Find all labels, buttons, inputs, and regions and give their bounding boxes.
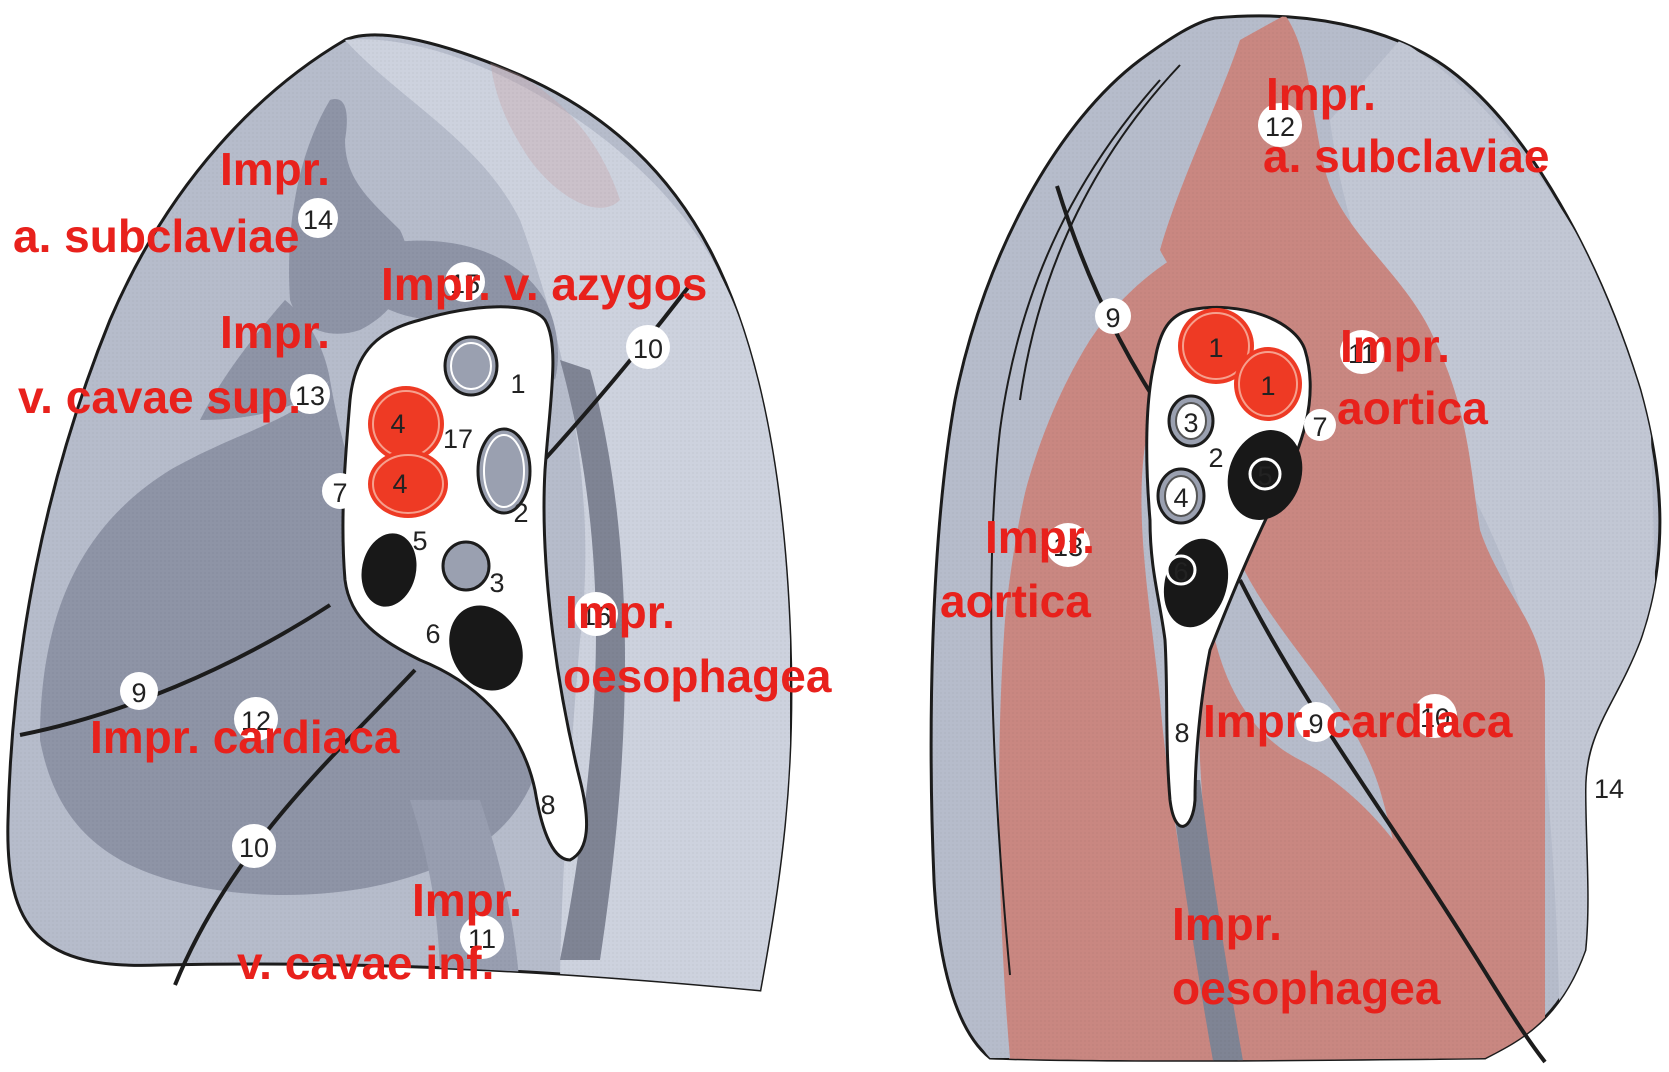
right-label-cardiaca: Impr. cardiaca [1203, 695, 1513, 747]
left-num-1: 1 [510, 369, 525, 399]
right-label-oesophagea-line2: oesophagea [1172, 962, 1441, 1014]
left-label-cava-sup-line2: v. cavae sup. [18, 371, 301, 423]
right-num-4: 4 [1173, 483, 1188, 513]
left-artery-4b [368, 450, 448, 518]
left-label-oesophagea-line1: Impr. [565, 586, 675, 638]
right-label-aortica-right-line1: Impr. [1340, 320, 1450, 372]
left-label-azygos: Impr. v. azygos [381, 258, 707, 310]
left-num-5: 5 [412, 526, 427, 556]
left-num-2: 2 [513, 498, 528, 528]
right-num-14: 14 [1594, 774, 1624, 804]
right-label-aortica-right-line2: aortica [1337, 382, 1488, 434]
left-vessel-1 [445, 337, 497, 395]
left-num-3: 3 [489, 568, 504, 598]
right-label-oesophagea-line1: Impr. [1172, 898, 1282, 950]
right-num-6: 6 [1173, 557, 1188, 587]
left-label-subclavia-line2: a. subclaviae [13, 210, 299, 262]
right-num-1a: 1 [1208, 333, 1223, 363]
right-num-7: 7 [1312, 412, 1327, 442]
left-num-10-upper: 10 [633, 334, 663, 364]
right-label-aortica-left-line1: Impr. [985, 511, 1095, 563]
left-num-10-lower: 10 [239, 833, 269, 863]
left-num-7: 7 [332, 478, 347, 508]
left-num-4b: 4 [392, 469, 407, 499]
right-num-8: 8 [1174, 718, 1189, 748]
right-num-2: 2 [1208, 443, 1223, 473]
left-label-cava-sup-line1: Impr. [220, 306, 330, 358]
left-label-cava-inf-line2: v. cavae inf. [237, 937, 494, 989]
left-label-subclavia-line1: Impr. [220, 143, 330, 195]
left-label-cava-inf-line1: Impr. [412, 874, 522, 926]
left-num-8: 8 [540, 790, 555, 820]
right-num-5: 5 [1257, 461, 1272, 491]
left-num-4a: 4 [390, 409, 405, 439]
left-num-17: 17 [443, 424, 473, 454]
left-num-14: 14 [303, 205, 333, 235]
right-num-3: 3 [1183, 408, 1198, 438]
left-num-6: 6 [425, 619, 440, 649]
right-num-1b: 1 [1260, 371, 1275, 401]
left-vessel-3 [443, 542, 489, 590]
right-num-9: 9 [1105, 303, 1120, 333]
right-label-subclavia-line2: a. subclaviae [1263, 130, 1549, 182]
left-num-9: 9 [131, 678, 146, 708]
right-label-aortica-left-line2: aortica [940, 575, 1091, 627]
left-label-cardiaca: Impr. cardiaca [90, 711, 400, 763]
right-label-subclavia-line1: Impr. [1266, 68, 1376, 120]
left-label-oesophagea-line2: oesophagea [563, 650, 832, 702]
